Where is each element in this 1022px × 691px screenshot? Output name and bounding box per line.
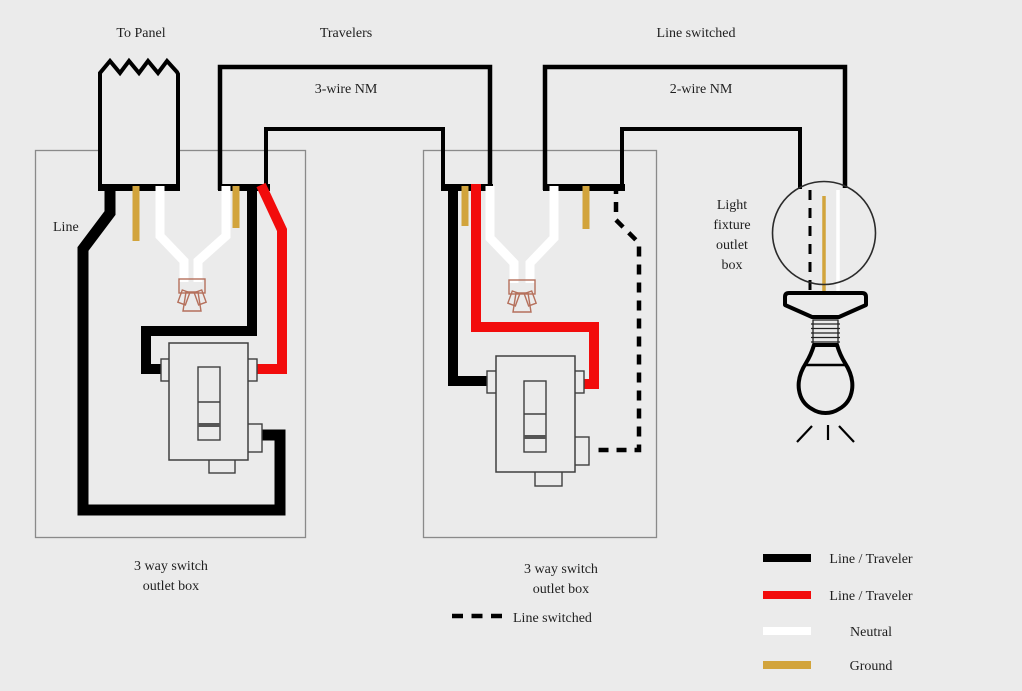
label-travelers: Travelers	[320, 26, 372, 41]
cable-sheath-outer	[542, 64, 848, 190]
label-box: box	[722, 258, 743, 273]
neutral-wire	[485, 186, 519, 283]
label-outlet: outlet	[716, 238, 748, 253]
light-rays	[796, 425, 855, 443]
neutral-wire	[193, 186, 231, 282]
light-bulb	[796, 343, 855, 415]
switch-mounting-tab	[534, 470, 563, 487]
label-box2-line2: outlet box	[533, 582, 589, 597]
cable-end-cap	[218, 184, 270, 191]
label-to-panel: To Panel	[116, 26, 165, 41]
label-box1-line1: 3 way switch	[134, 559, 208, 574]
wire-nut-icon	[176, 278, 208, 312]
bulb-socket	[811, 319, 840, 346]
legend-swatch-black	[763, 554, 811, 562]
label-line: Line	[53, 220, 79, 235]
label-light-fixture-outlet-box: Light fixture outlet box	[713, 198, 750, 273]
legend-label-gold: Ground	[850, 659, 893, 674]
label-2-wire-nm: 2-wire NM	[670, 82, 733, 97]
switch-toggle	[197, 366, 221, 441]
cable-sheath	[98, 57, 180, 190]
to-panel-cable	[98, 57, 180, 191]
switched-line-dashed-wire	[592, 184, 642, 453]
legend: Line / Traveler Line / Traveler Neutral …	[763, 552, 913, 674]
label-box1-line2: outlet box	[143, 579, 199, 594]
switch-toggle	[523, 380, 547, 453]
neutral-wire	[525, 186, 559, 283]
legend-label-line-switched: Line switched	[513, 611, 592, 626]
fixture-canopy	[783, 291, 868, 319]
box1-wires	[77, 182, 287, 516]
label-switch-box-1: 3 way switch outlet box	[134, 559, 208, 594]
legend-label-red: Line / Traveler	[829, 589, 913, 604]
box2-wires	[448, 184, 642, 453]
label-light: Light	[717, 198, 747, 213]
cable-sheath-inner	[264, 127, 445, 190]
light-fixture-outlet-box-circle	[771, 180, 877, 286]
three-way-switch-1	[160, 342, 263, 474]
traveler-red-wire	[249, 182, 287, 374]
legend-swatch-red	[763, 591, 811, 599]
legend-label-black: Line / Traveler	[829, 552, 913, 567]
light-fixture	[771, 180, 877, 443]
legend-label-white: Neutral	[850, 625, 892, 640]
switch-outlet-box-2	[422, 149, 658, 539]
legend-line-switched: Line switched	[452, 611, 592, 626]
traveler-red-wire	[471, 184, 599, 389]
label-switch-box-2: 3 way switch outlet box	[524, 562, 598, 597]
line-black-wire	[77, 184, 286, 516]
legend-swatch-gold	[763, 661, 811, 669]
label-fixture: fixture	[713, 218, 750, 233]
wire-nut-icon	[506, 279, 538, 313]
traveler-black-wire	[448, 184, 489, 386]
cable-sheath-outer	[217, 64, 493, 190]
label-line-switched-top: Line switched	[657, 26, 736, 41]
neutral-wire	[155, 186, 189, 282]
cable-sheath-inner	[620, 127, 802, 190]
label-box2-line1: 3 way switch	[524, 562, 598, 577]
three-way-switch-2	[486, 355, 590, 487]
legend-swatch-white	[763, 627, 811, 635]
label-3-wire-nm: 3-wire NM	[315, 82, 378, 97]
traveler-black-wire	[141, 184, 257, 374]
